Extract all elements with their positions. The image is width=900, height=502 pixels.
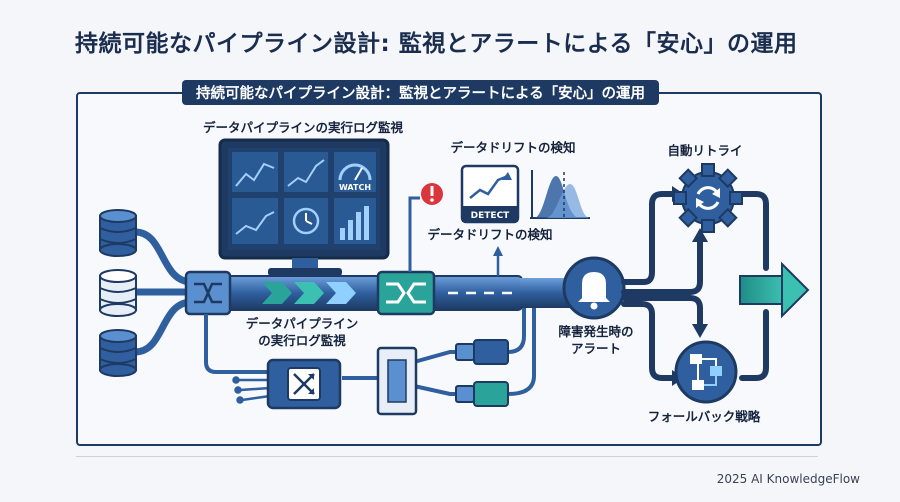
fallback-label: フォールバック戦略 xyxy=(648,409,761,424)
flow-chevrons xyxy=(262,282,356,304)
footer-credit: 2025 AI KnowledgeFlow xyxy=(716,472,860,486)
gear-refresh-icon xyxy=(673,163,743,233)
output-arrow xyxy=(739,261,810,319)
alert-label-1: 障害発生時の xyxy=(558,324,633,339)
distribution-icon xyxy=(530,170,590,219)
frame-title: 持続可能なパイプライン設計：監視とアラートによる「安心」の運用 xyxy=(182,80,660,105)
bell-icon xyxy=(562,256,626,320)
database-icon xyxy=(99,209,137,377)
fan-in-lines xyxy=(232,376,271,404)
footer-divider xyxy=(76,456,818,457)
branch-arrows xyxy=(621,191,769,381)
monitor-bottom-label-1: データパイプライン xyxy=(246,316,359,331)
shuffle-icon xyxy=(266,358,342,410)
lower-pipes xyxy=(204,300,536,396)
retry-label: 自動リトライ xyxy=(667,143,742,158)
detect-label: DETECT xyxy=(471,211,511,221)
manifold-unit xyxy=(376,346,418,416)
input-pipes xyxy=(131,228,196,356)
warning-icon xyxy=(421,183,443,205)
detect-icon: DETECT xyxy=(460,164,520,224)
alert-label-2: アラート xyxy=(571,341,621,356)
intake-junction xyxy=(184,270,232,316)
watch-label: WATCH xyxy=(339,183,371,192)
monitor-icon: WATCH xyxy=(218,138,390,276)
connector-plugs xyxy=(455,339,509,407)
page-title: 持続可能なパイプライン設計: 監視とアラートによる「安心」の運用 xyxy=(75,31,798,57)
drift-link xyxy=(408,196,420,272)
monitor-bottom-label-2: の実行ログ監視 xyxy=(258,333,346,348)
drift-sensor xyxy=(376,270,436,316)
monitor-top-label: データパイプラインの実行ログ監視 xyxy=(203,120,404,135)
fallback-icon xyxy=(674,340,738,404)
drift-bottom-label: データドリフトの検知 xyxy=(427,227,552,242)
drift-top-label: データドリフトの検知 xyxy=(450,140,575,155)
